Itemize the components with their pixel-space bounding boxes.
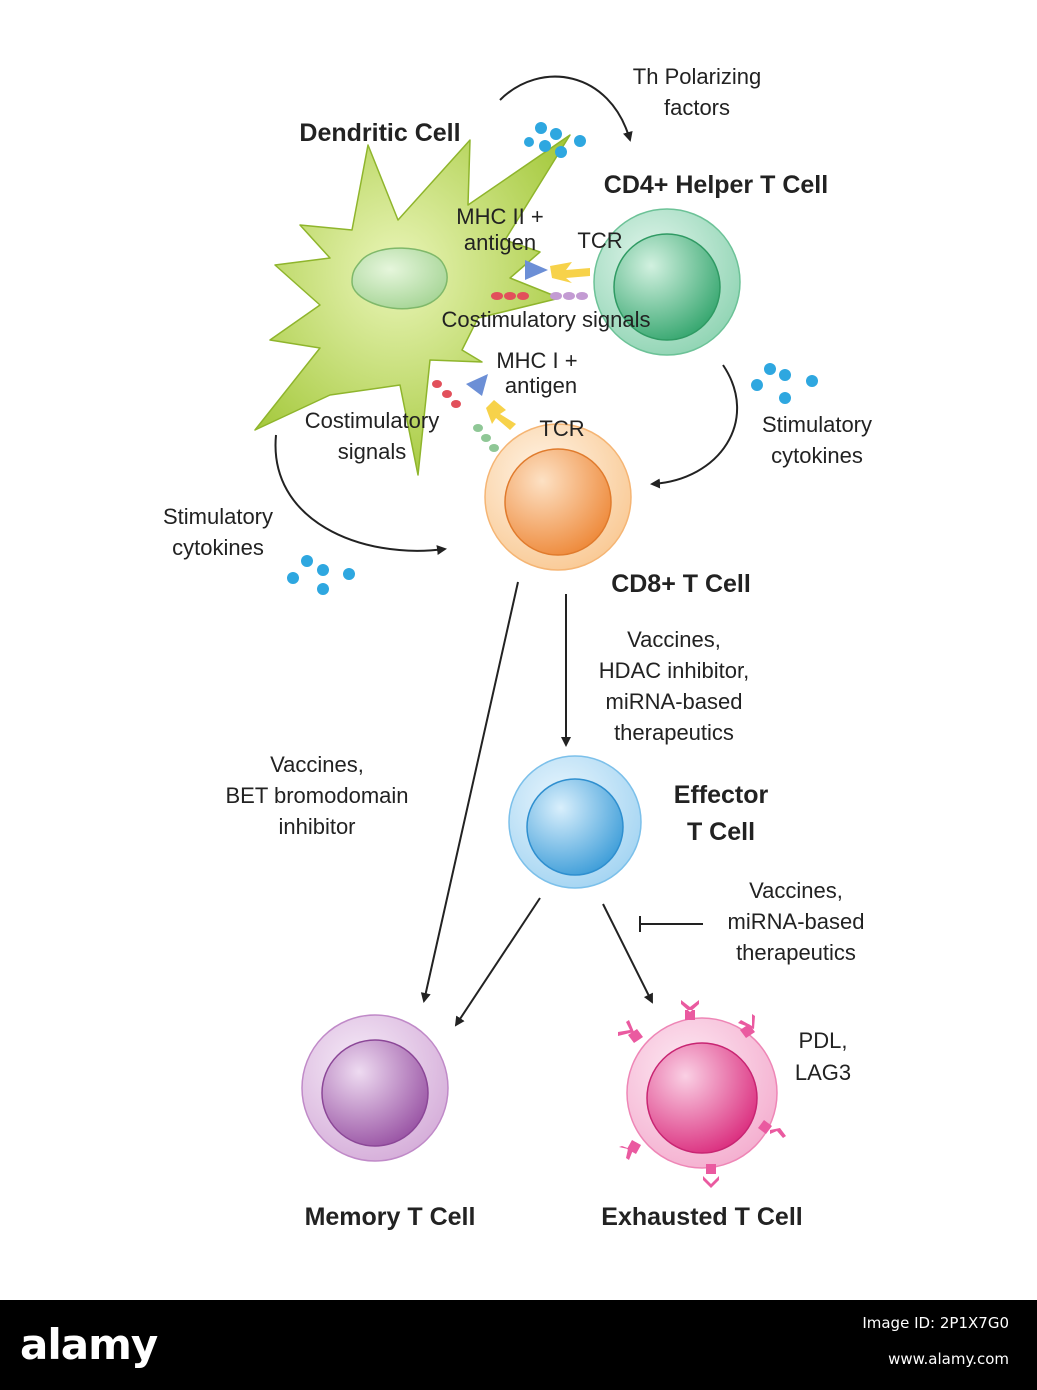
arrow-th-polarizing <box>499 75 633 142</box>
mhc1-tcr-interaction <box>432 374 516 452</box>
vacc-exhaust-line1: Vaccines, <box>749 878 843 903</box>
dendritic-cell <box>254 134 571 476</box>
vacc-effector-line2: HDAC inhibitor, <box>599 658 749 683</box>
arrow-dc-to-cd8 <box>274 434 447 555</box>
stim-left-line1: Stimulatory <box>163 504 273 529</box>
cd4-cell-label: CD4+ Helper T Cell <box>604 171 828 199</box>
effector-t-cell <box>508 755 642 889</box>
costim-left-line2: signals <box>338 439 406 464</box>
tcr-bottom-label: TCR <box>539 416 584 441</box>
effector-cell-label-line1: Effector <box>674 781 769 809</box>
mhc1-label-line2: antigen <box>505 373 577 398</box>
arrow-cd4-to-cd8 <box>650 364 739 489</box>
mhc2-label-line2: antigen <box>464 230 536 255</box>
vacc-memory-line1: Vaccines, <box>270 752 364 777</box>
dendritic-cell-nucleus <box>351 247 448 310</box>
pdl-lag3-receptors <box>618 1000 786 1188</box>
arrow-cd8-to-memory <box>420 581 519 1003</box>
pdl-label-line1: PDL, <box>799 1028 848 1053</box>
vacc-memory-line3: inhibitor <box>278 814 355 839</box>
exhausted-cell-label: Exhausted T Cell <box>601 1203 802 1231</box>
effector-cell-label-line2: T Cell <box>687 818 755 846</box>
vacc-memory-line2: BET bromodomain <box>225 783 408 808</box>
stim-right-line2: cytokines <box>771 443 863 468</box>
vacc-effector-line3: miRNA-based <box>606 689 743 714</box>
arrow-effector-to-memory <box>454 897 541 1027</box>
costim-top-label: Costimulatory signals <box>441 307 650 332</box>
inhibition-line-exhaustion <box>639 916 703 932</box>
cytokine-dots-left <box>287 555 355 595</box>
vacc-exhaust-line3: therapeutics <box>736 940 856 965</box>
memory-t-cell <box>301 1014 449 1162</box>
vacc-effector-line4: therapeutics <box>614 720 734 745</box>
cytokine-dots-right <box>751 363 818 404</box>
immune-cell-diagram: Dendritic Cell CD4+ Helper T Cell CD8+ T… <box>163 64 872 1231</box>
vacc-exhaust-line2: miRNA-based <box>728 909 865 934</box>
dendritic-cell-label: Dendritic Cell <box>299 119 460 147</box>
cytokine-dots-top <box>524 122 586 158</box>
labels: Dendritic Cell CD4+ Helper T Cell CD8+ T… <box>163 64 872 1231</box>
arrows <box>274 75 739 1027</box>
alamy-logo: alamy <box>20 1320 158 1369</box>
image-id: Image ID: 2P1X7G0 <box>862 1314 1009 1332</box>
exhausted-t-cell <box>618 1000 786 1188</box>
arrow-effector-to-exhausted <box>602 903 653 1004</box>
stim-left-line2: cytokines <box>172 535 264 560</box>
th-polarizing-line1: Th Polarizing <box>633 64 761 89</box>
cd8-cell-label: CD8+ T Cell <box>611 570 751 598</box>
th-polarizing-line2: factors <box>664 95 730 120</box>
watermark-footer: alamy Image ID: 2P1X7G0 www.alamy.com <box>0 1300 1037 1390</box>
mhc2-tcr-interaction <box>491 260 590 300</box>
mhc1-label-line1: MHC I + <box>496 348 577 373</box>
pdl-label-line2: LAG3 <box>795 1060 851 1085</box>
costim-left-line1: Costimulatory <box>305 408 439 433</box>
stim-right-line1: Stimulatory <box>762 412 872 437</box>
mhc2-label-line1: MHC II + <box>456 204 543 229</box>
cd8-t-cell <box>484 423 632 571</box>
vacc-effector-line1: Vaccines, <box>627 627 721 652</box>
memory-cell-label: Memory T Cell <box>305 1203 476 1231</box>
tcr-top-label: TCR <box>577 228 622 253</box>
site-url: www.alamy.com <box>888 1350 1009 1368</box>
cd4-helper-t-cell <box>593 208 741 356</box>
